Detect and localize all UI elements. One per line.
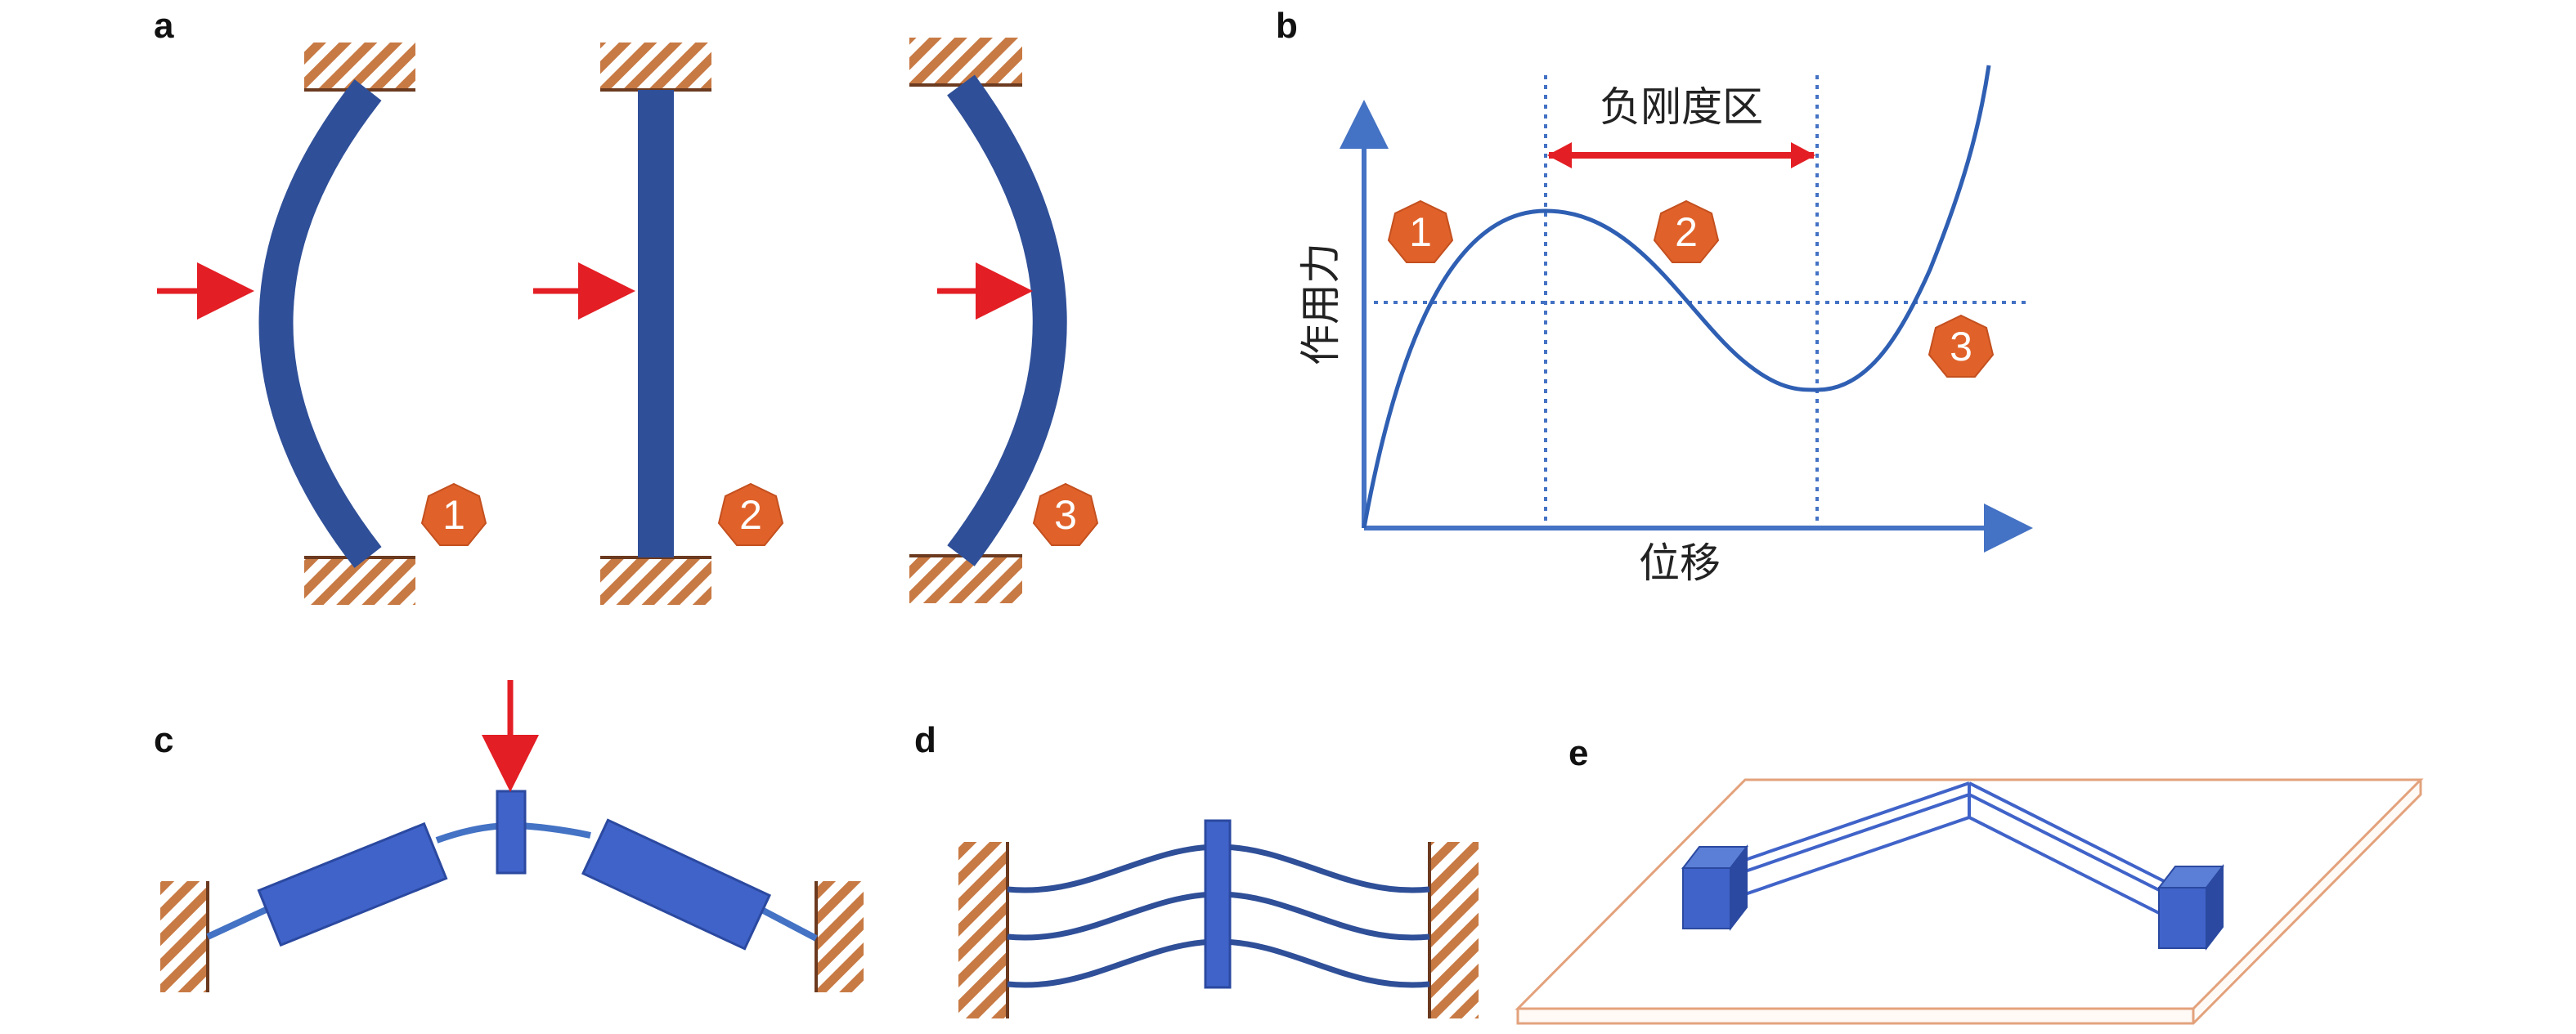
right-rigid-link — [581, 818, 771, 951]
svg-text:3: 3 — [1950, 324, 1972, 369]
bottom-clamp-2 — [600, 557, 711, 605]
buckled-beam-1 — [258, 78, 382, 568]
panel-c: c — [154, 680, 864, 992]
right-beam-bottom-edge — [1968, 816, 2165, 917]
svg-text:1: 1 — [442, 492, 465, 538]
right-wall-d — [1429, 842, 1479, 1018]
curve-badge-3: 3 — [1928, 314, 1995, 378]
right-wall-c — [816, 881, 864, 992]
panel-b-label: b — [1276, 6, 1298, 46]
curve-badge-1: 1 — [1387, 199, 1454, 263]
panel-e: e — [1515, 733, 2424, 1025]
substrate-plate — [1515, 778, 2424, 1025]
state-badge-3: 3 — [1032, 482, 1099, 546]
svg-text:2: 2 — [739, 492, 762, 538]
bottom-clamp-3 — [909, 556, 1022, 603]
state-badge-2: 2 — [717, 482, 784, 546]
left-wall-c — [160, 881, 208, 992]
top-clamp-2 — [600, 43, 711, 90]
curve-badge-2: 2 — [1653, 199, 1720, 263]
svg-text:2: 2 — [1675, 209, 1698, 255]
panel-d-label: d — [914, 720, 936, 760]
right-beam-mid-edge — [1968, 793, 2181, 902]
beam-3-assembly: 3 — [909, 38, 1099, 603]
panel-c-label: c — [154, 720, 173, 760]
chevron-beams — [1744, 781, 2181, 917]
beam-2-assembly: 2 — [533, 43, 784, 605]
right-anchor-block — [2156, 864, 2225, 951]
right-beam-top-edge — [1968, 781, 2181, 891]
svg-text:1: 1 — [1409, 209, 1432, 255]
left-beam-bottom-edge — [1744, 816, 1970, 896]
top-clamp-3 — [909, 38, 1022, 85]
buckled-beam-3 — [947, 74, 1067, 566]
left-beam-top-edge — [1744, 781, 1970, 862]
left-rigid-link — [257, 821, 448, 947]
straight-beam-2 — [638, 90, 674, 557]
center-slider — [496, 790, 527, 875]
panel-e-label: e — [1568, 733, 1588, 773]
negative-stiffness-region-label: 负刚度区 — [1600, 83, 1763, 131]
beam-1-assembly: 1 — [157, 43, 487, 605]
top-clamp-1 — [304, 43, 415, 90]
panel-a-label: a — [154, 6, 174, 46]
force-displacement-curve — [1362, 65, 1991, 529]
left-anchor-block — [1681, 844, 1749, 931]
panel-d: d — [914, 720, 1479, 1018]
panel-b: b 负刚度区 作用力 位移 1 2 3 — [1276, 6, 2033, 587]
state-badge-1: 1 — [420, 482, 487, 546]
panel-a: a 1 2 — [154, 6, 1099, 605]
x-axis-label: 位移 — [1639, 539, 1721, 587]
bottom-clamp-1 — [304, 557, 415, 605]
left-wall-d — [958, 842, 1008, 1018]
y-axis-label: 作用力 — [1297, 243, 1344, 365]
svg-text:3: 3 — [1054, 492, 1077, 538]
center-shuttle — [1204, 819, 1232, 989]
left-beam-mid-edge — [1744, 793, 1970, 873]
